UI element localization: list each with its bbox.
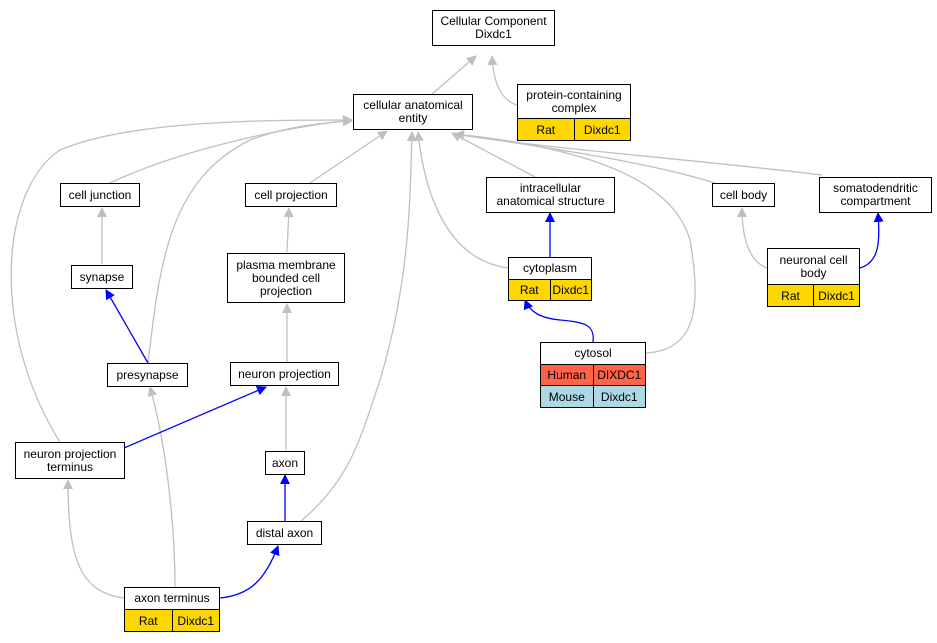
node-axon-terminus[interactable]: axon terminus [124, 587, 220, 610]
node-cellular-anatomical-entity[interactable]: cellular anatomical entity [353, 94, 473, 130]
edge-cytosol-cyto [523, 299, 594, 343]
edge-at-npt [63, 479, 125, 599]
node-somatodendritic-compartment[interactable]: somatodendritic compartment [819, 177, 932, 213]
node-cellular-component[interactable]: Cellular Component Dixdc1 [432, 10, 555, 46]
edge-pcc-cc [487, 55, 518, 106]
species-rat: Rat [517, 118, 575, 141]
gene-dixdc1-human: DIXDC1 [593, 364, 646, 386]
annotation-table-neuronal-cell-body: Rat Dixdc1 [767, 284, 860, 307]
node-cell-body[interactable]: cell body [712, 183, 775, 207]
edge-da-cae [299, 131, 417, 523]
node-neuron-projection[interactable]: neuron projection [230, 362, 339, 386]
gene-dixdc1: Dixdc1 [172, 609, 220, 632]
node-axon[interactable]: axon [265, 451, 305, 475]
gene-dixdc1: Dixdc1 [814, 284, 860, 307]
node-cell-projection[interactable]: cell projection [245, 183, 337, 207]
species-rat: Rat [124, 609, 173, 632]
edge-ncb-sdc [859, 212, 884, 269]
node-cytoplasm[interactable]: cytoplasm [508, 257, 592, 280]
gene-dixdc1-mouse: Dixdc1 [593, 386, 646, 408]
edge-cp-cae [309, 130, 388, 184]
edge-ias-cae [451, 132, 536, 178]
node-distal-axon[interactable]: distal axon [247, 521, 322, 545]
edge-pre-syn [105, 289, 149, 364]
node-intracellular-anatomical-structure[interactable]: intracellular anatomical structure [486, 177, 615, 213]
edge-npt-cae [10, 115, 353, 443]
gene-dixdc1: Dixdc1 [550, 279, 592, 301]
node-neuron-projection-terminus[interactable]: neuron projection terminus [15, 442, 125, 479]
edge-npt-np [123, 385, 267, 449]
species-human: Human [540, 364, 594, 386]
edge-cae-cc [431, 55, 477, 95]
edge-sdc-cae [454, 130, 823, 176]
annotation-table-pcc: Rat Dixdc1 [517, 118, 631, 141]
species-rat: Rat [767, 284, 814, 307]
node-presynapse[interactable]: presynapse [107, 363, 188, 387]
annotation-table-cytosol: Human DIXDC1 Mouse Dixdc1 [540, 364, 646, 408]
edge-cytosol-cae [454, 129, 696, 354]
edge-at-da [219, 545, 280, 599]
annotation-table-axon-terminus: Rat Dixdc1 [124, 609, 220, 632]
edge-pmbcp-cp [283, 207, 294, 253]
edge-cyto-cae [413, 131, 509, 269]
node-protein-containing-complex[interactable]: protein-containing complex [517, 84, 631, 119]
edge-at-pre [147, 386, 176, 588]
node-synapse[interactable]: synapse [71, 265, 133, 289]
edge-pre-cae [147, 116, 353, 364]
species-rat: Rat [508, 279, 551, 301]
species-mouse: Mouse [540, 386, 594, 408]
gene-dixdc1: Dixdc1 [574, 118, 631, 141]
node-cytosol[interactable]: cytosol [540, 342, 646, 365]
node-plasma-membrane-bounded-cell-projection[interactable]: plasma membrane bounded cell projection [227, 253, 345, 303]
node-neuronal-cell-body[interactable]: neuronal cell body [767, 248, 860, 285]
edge-ncb-cb [737, 207, 768, 269]
node-cell-junction[interactable]: cell junction [60, 183, 140, 207]
annotation-table-cytoplasm: Rat Dixdc1 [508, 279, 592, 301]
